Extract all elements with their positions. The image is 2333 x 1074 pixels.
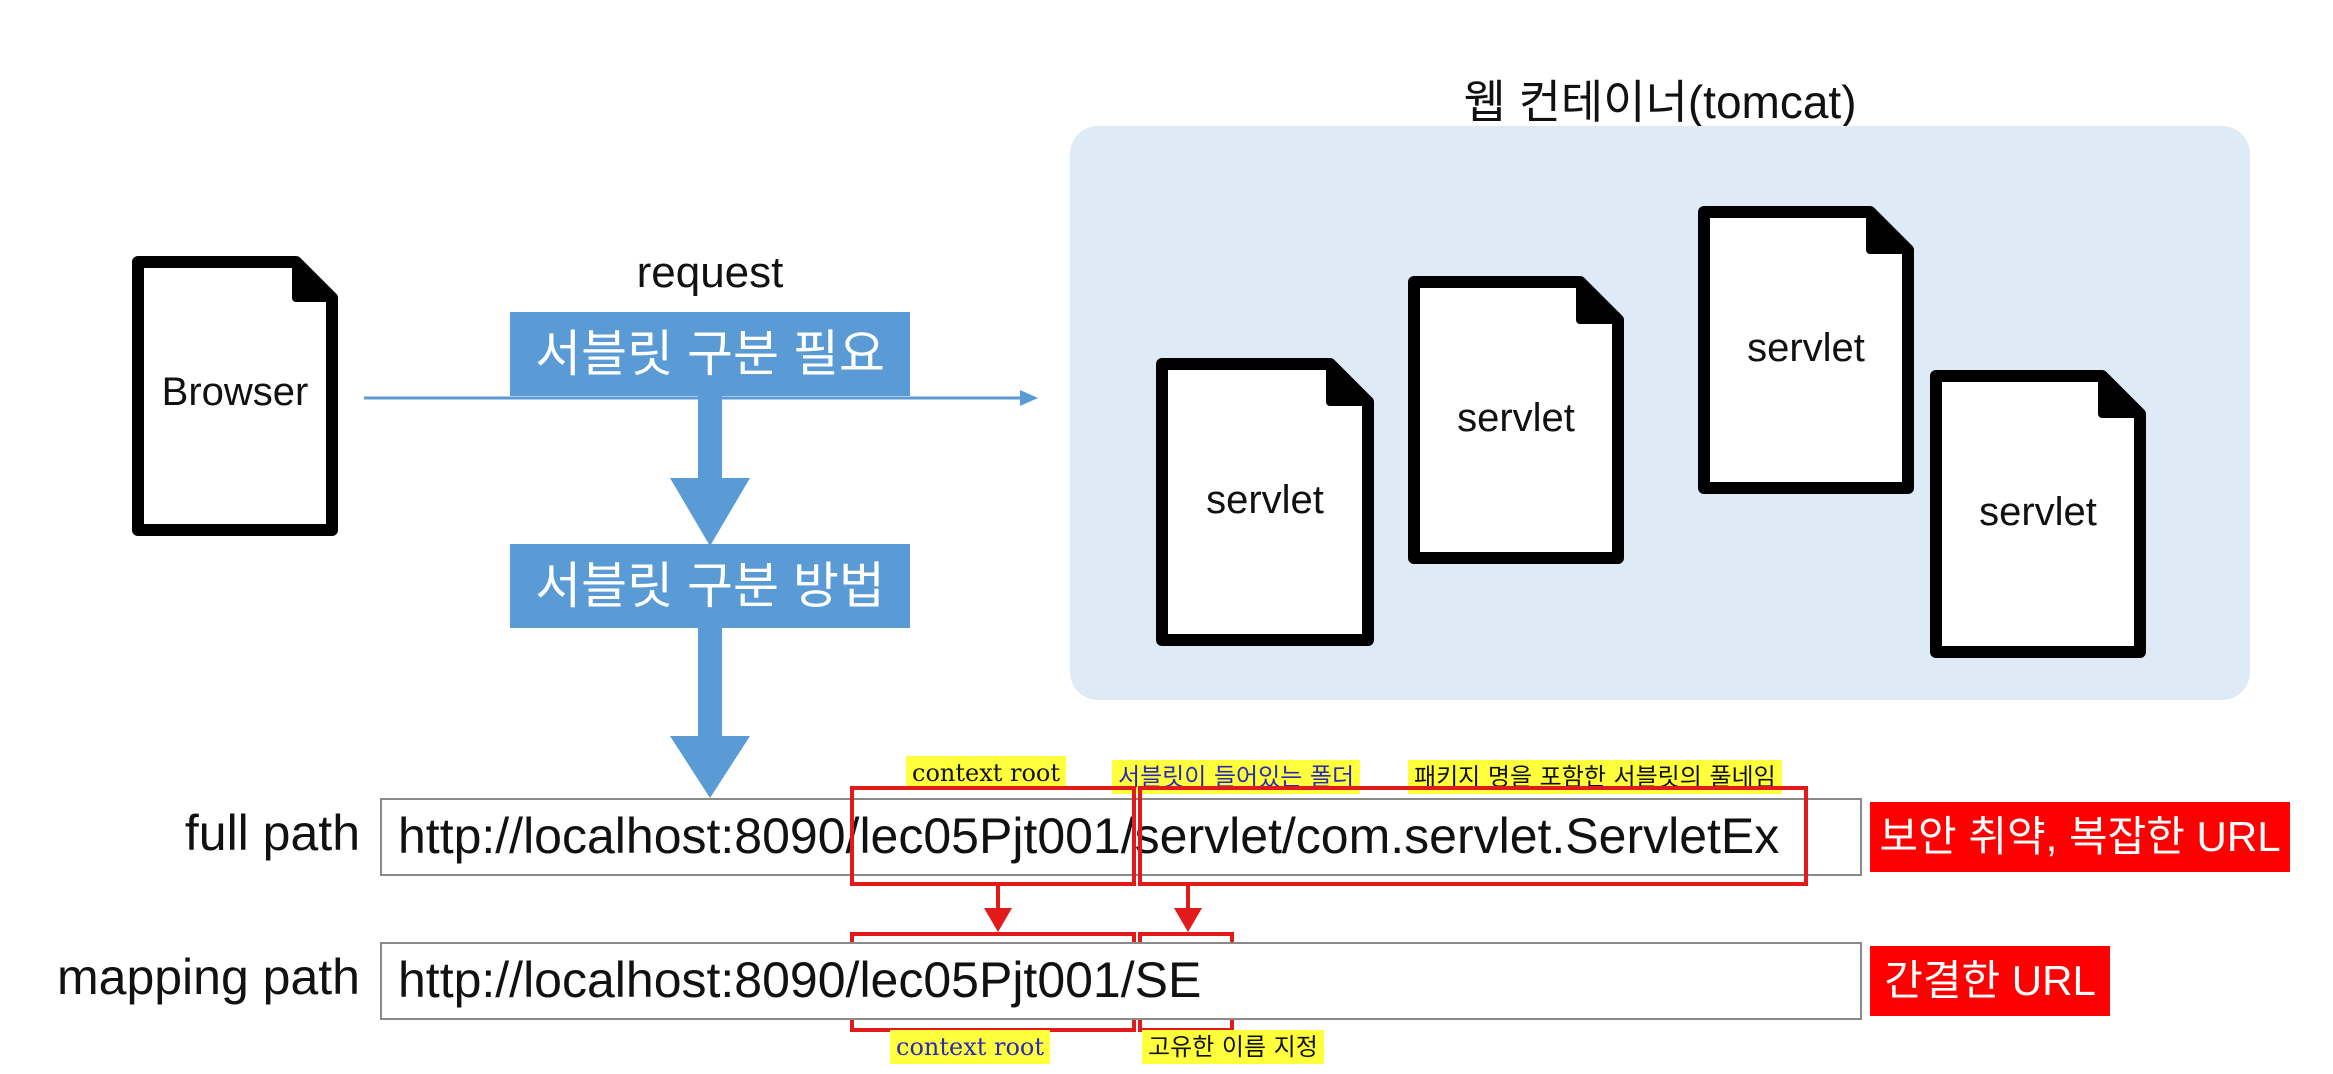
down-arrow-1-head xyxy=(670,478,750,546)
servlet-path-frame-full xyxy=(1138,786,1808,886)
document-icon xyxy=(1698,206,1914,494)
full-path-url: http://localhost:8090/lec05Pjt001/servle… xyxy=(398,798,1779,874)
mapping-path-host: http://localhost:8090 xyxy=(398,952,846,1008)
servlet-label-2: servlet xyxy=(1457,396,1575,440)
down-arrow-2-head xyxy=(670,736,750,798)
document-icon xyxy=(1156,358,1374,646)
mapping-path-label: mapping path xyxy=(56,949,360,1005)
mapping-path-rest: /SE xyxy=(1120,952,1202,1008)
full-path-rest: /servlet/com.servlet.ServletEx xyxy=(1120,808,1780,864)
document-icon xyxy=(1930,370,2146,658)
servlet-distinction-method-box: 서블릿 구분 방법 xyxy=(510,544,910,628)
annotation-context-root-bottom: context root xyxy=(890,1030,1051,1064)
annotation-unique-name: 고유한 이름 지정 xyxy=(1142,1030,1324,1064)
servlet-distinction-needed-box: 서블릿 구분 필요 xyxy=(510,312,910,396)
web-container-title: 웹 컨테이너(tomcat) xyxy=(1463,76,1857,128)
browser-label: Browser xyxy=(161,370,309,414)
request-arrowhead xyxy=(1020,390,1038,406)
document-icon xyxy=(132,256,338,536)
servlet-document-1: servlet xyxy=(1152,354,1378,650)
down-arrow-1-shaft xyxy=(698,396,722,480)
mapping-path-context: /lec05Pjt001 xyxy=(845,952,1121,1008)
full-path-box xyxy=(380,798,1862,876)
document-icon xyxy=(1408,276,1624,564)
mapping-path-url: http://localhost:8090/lec05Pjt001/SE xyxy=(398,942,1201,1018)
full-path-host: http://localhost:8090 xyxy=(398,808,846,864)
servlet-document-4: servlet xyxy=(1926,366,2150,662)
annotation-context-root-top: context root xyxy=(906,756,1067,790)
context-root-frame-full xyxy=(850,786,1136,886)
down-arrow-2-shaft xyxy=(698,628,722,738)
servlet-document-2: servlet xyxy=(1404,272,1628,568)
servlet-label-4: servlet xyxy=(1979,490,2097,534)
full-path-warning-badge: 보안 취약, 복잡한 URL xyxy=(1870,802,2290,872)
servlet-label-1: servlet xyxy=(1206,478,1324,522)
red-arrow-1-head xyxy=(984,908,1012,932)
mapping-path-box xyxy=(380,942,1862,1020)
mapping-path-badge: 간결한 URL xyxy=(1870,946,2110,1016)
full-path-context: /lec05Pjt001 xyxy=(845,808,1121,864)
full-path-label: full path xyxy=(184,805,360,861)
servlet-document-3: servlet xyxy=(1694,202,1918,498)
request-label: request xyxy=(636,248,784,297)
browser-document: Browser xyxy=(128,252,342,540)
red-arrow-2-head xyxy=(1174,908,1202,932)
servlet-label-3: servlet xyxy=(1747,326,1865,370)
